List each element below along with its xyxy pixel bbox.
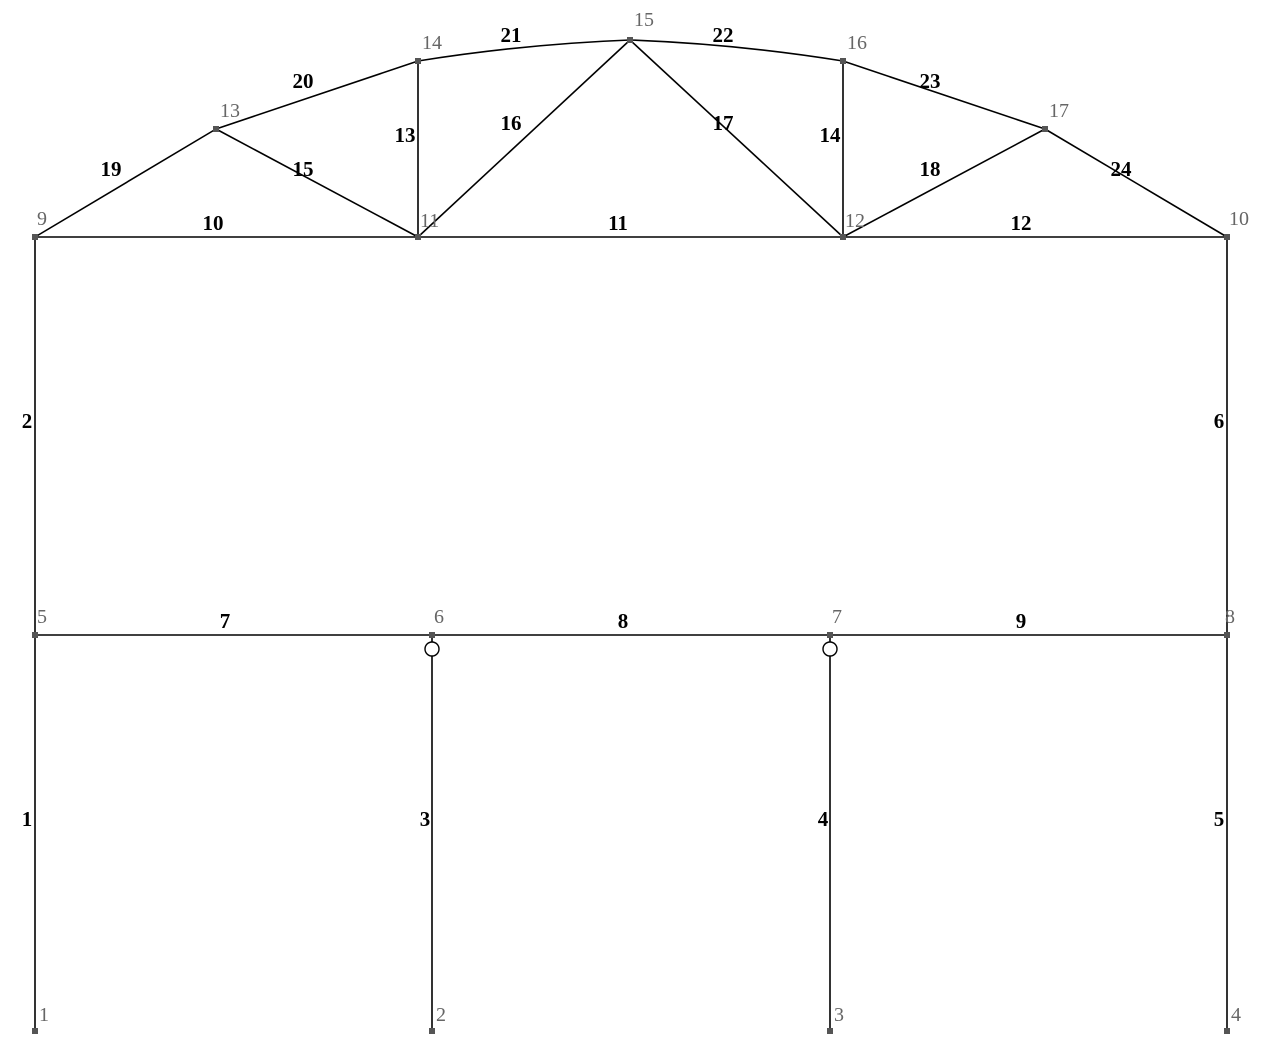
member-15 [215,128,419,238]
member-20 [215,60,419,130]
node-8 [1224,632,1230,638]
member-label-4: 4 [818,807,829,831]
node-label-15: 15 [634,9,654,31]
node-15 [627,37,633,43]
member-19 [34,128,217,238]
node-label-10: 10 [1229,208,1249,230]
node-label-9: 9 [37,208,47,230]
node-13 [213,126,219,132]
member-21 [417,39,631,62]
node-label-7: 7 [832,606,842,628]
node-9 [32,234,38,240]
node-label-2: 2 [436,1004,446,1026]
hinge-node-6 [424,641,440,657]
member-label-3: 3 [420,807,431,831]
member-label-22: 22 [713,23,734,47]
hinges-layer [424,635,838,657]
member-label-17: 17 [713,111,734,135]
node-label-8: 8 [1225,606,1235,628]
member-label-7: 7 [220,609,231,633]
node-11 [415,234,421,240]
member-23 [842,60,1046,130]
node-label-14: 14 [422,32,442,54]
member-label-15: 15 [293,157,314,181]
node-label-4: 4 [1231,1004,1241,1026]
node-label-17: 17 [1049,100,1069,122]
node-label-13: 13 [220,100,240,122]
node-14 [415,58,421,64]
member-label-20: 20 [293,69,314,93]
node-1 [32,1028,38,1034]
node-12 [840,234,846,240]
node-label-12: 12 [845,210,865,232]
node-17 [1042,126,1048,132]
member-24 [1044,128,1228,238]
node-3 [827,1028,833,1034]
members-layer [34,39,1228,1031]
node-5 [32,632,38,638]
member-label-11: 11 [608,211,628,235]
member-label-14: 14 [820,123,842,147]
node-4 [1224,1028,1230,1034]
node-label-5: 5 [37,606,47,628]
member-label-1: 1 [22,807,33,831]
member-label-13: 13 [395,123,416,147]
member-22 [629,39,844,62]
member-18 [842,128,1046,238]
node-7 [827,632,833,638]
member-label-8: 8 [618,609,629,633]
node-10 [1224,234,1230,240]
member-label-23: 23 [920,69,941,93]
member-label-10: 10 [203,211,224,235]
member-16 [417,39,631,238]
member-label-21: 21 [501,23,522,47]
member-label-19: 19 [101,157,122,181]
member-label-9: 9 [1016,609,1027,633]
member-label-6: 6 [1214,409,1225,433]
node-6 [429,632,435,638]
node-2 [429,1028,435,1034]
node-label-6: 6 [434,606,444,628]
node-label-16: 16 [847,32,867,54]
member-label-2: 2 [22,409,33,433]
member-label-18: 18 [920,157,941,181]
node-label-1: 1 [39,1004,49,1026]
hinge-node-7 [822,641,838,657]
node-label-11: 11 [420,210,439,232]
member-label-12: 12 [1011,211,1032,235]
node-16 [840,58,846,64]
member-17 [629,39,844,238]
member-label-24: 24 [1111,157,1133,181]
nodes-layer [32,37,1230,1034]
member-label-16: 16 [501,111,522,135]
node-label-3: 3 [834,1004,844,1026]
member-label-5: 5 [1214,807,1225,831]
